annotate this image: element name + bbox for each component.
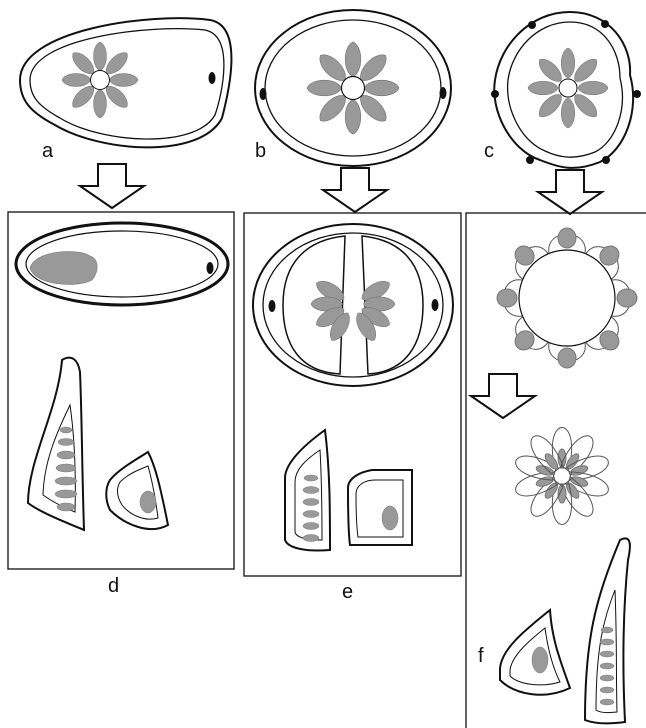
arrow-down-c	[538, 170, 602, 214]
panel-e-diagram	[253, 224, 453, 551]
label-c: c	[484, 140, 494, 162]
label-e: e	[342, 581, 353, 603]
arrow-down-b	[323, 168, 387, 212]
panel-d-diagram	[16, 223, 228, 530]
arrow-down-f	[471, 374, 535, 418]
label-f: f	[478, 645, 484, 667]
panel-a-diagram	[20, 18, 231, 147]
panel-b-diagram	[255, 10, 451, 166]
panel-c-diagram	[491, 12, 641, 168]
label-b: b	[255, 140, 266, 162]
panel-f-diagram	[471, 228, 637, 723]
label-d: d	[108, 575, 119, 597]
arrow-down-a	[80, 164, 144, 208]
label-a: a	[42, 140, 54, 162]
